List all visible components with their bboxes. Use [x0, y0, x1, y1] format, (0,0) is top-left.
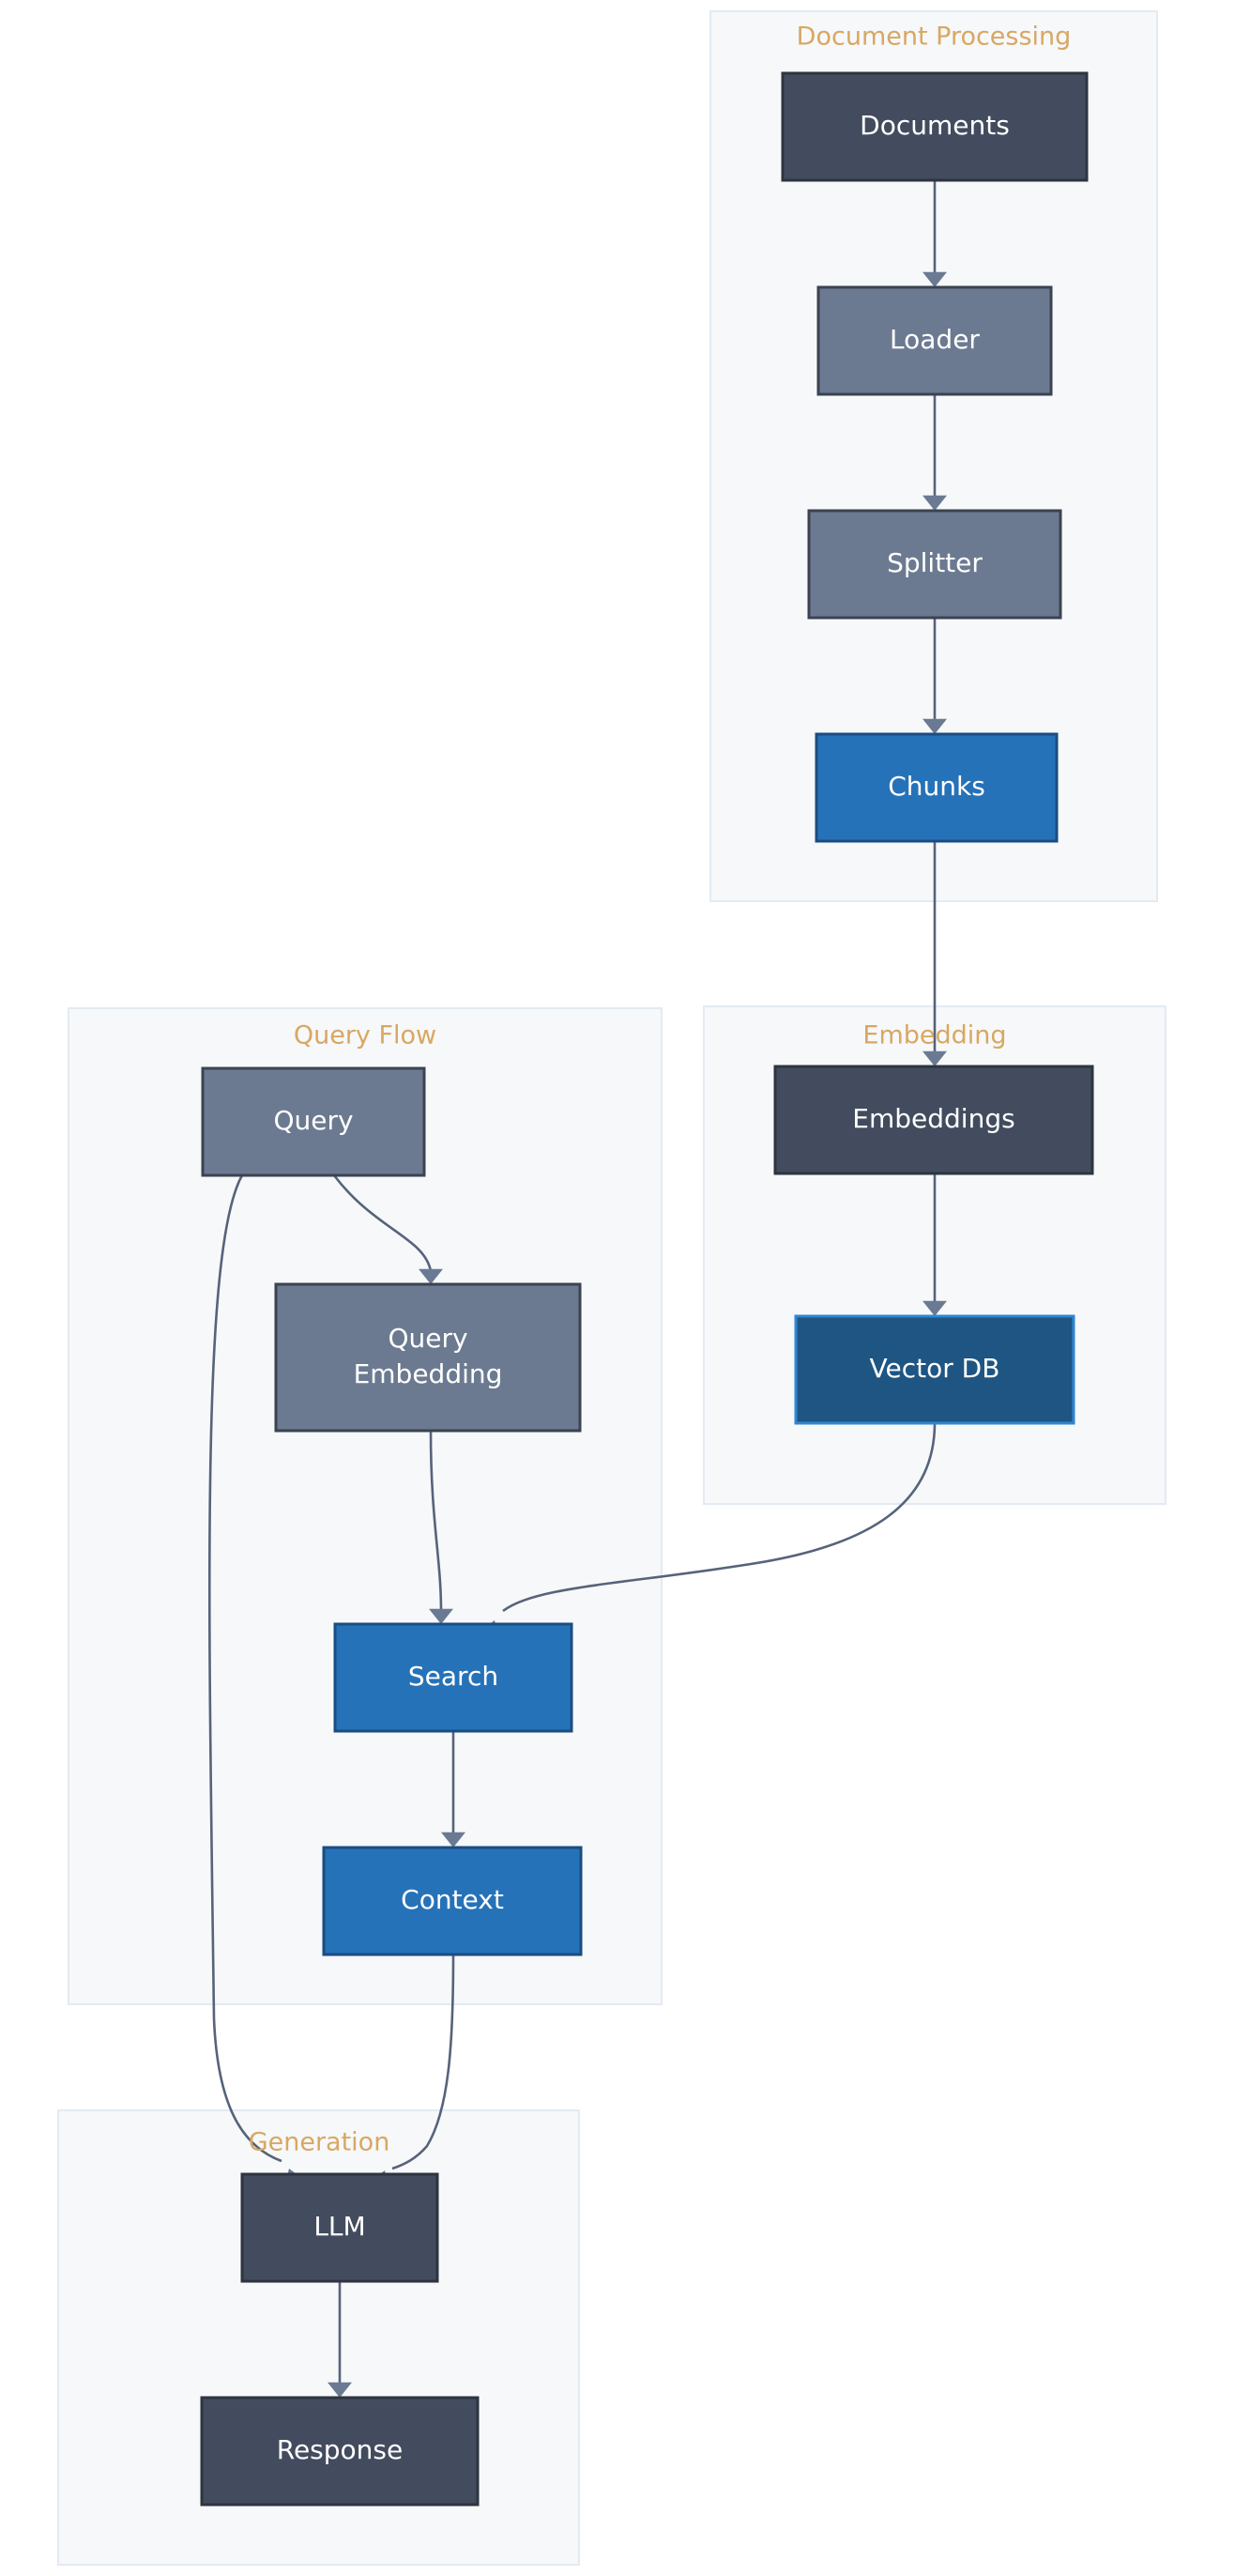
arrowhead-search-context — [441, 1832, 465, 1848]
arrowhead-query-queryemb — [419, 1268, 443, 1284]
cluster-label-embedding: Embedding — [862, 1021, 1006, 1050]
edge-context-llm — [391, 1954, 455, 2170]
node-loader[interactable]: Loader — [816, 285, 1053, 396]
node-label-query-embedding: Query — [388, 1323, 467, 1354]
arrowhead-loader-splitter — [922, 495, 947, 511]
node-box-query-embedding[interactable] — [274, 1282, 582, 1433]
node-query[interactable]: Query — [201, 1066, 426, 1177]
node-label-vectordb: Vector DB — [870, 1353, 1000, 1384]
node-label-documents: Documents — [860, 110, 1010, 141]
node-group: DocumentsLoaderSplitterChunksEmbeddingsV… — [200, 71, 1094, 2507]
node-box-vectordb[interactable] — [794, 1314, 1075, 1425]
node-label-response: Response — [277, 2434, 403, 2465]
node-documents[interactable]: Documents — [781, 71, 1089, 182]
edge-query-llm — [207, 1174, 282, 2163]
cluster-label-generation: Generation — [249, 2128, 390, 2157]
node-label-loader: Loader — [890, 324, 980, 355]
arrowhead-queryemb-search — [429, 1608, 453, 1624]
node-label-chunks: Chunks — [888, 771, 985, 802]
node-context[interactable]: Context — [322, 1846, 583, 1956]
node-vectordb[interactable]: Vector DB — [794, 1314, 1075, 1425]
node-box-loader[interactable] — [816, 285, 1053, 396]
node-box-splitter[interactable] — [807, 509, 1062, 620]
node-box-documents[interactable] — [781, 71, 1089, 182]
node-splitter[interactable]: Splitter — [807, 509, 1062, 620]
node-box-context[interactable] — [322, 1846, 583, 1956]
node-box-search[interactable] — [333, 1622, 573, 1733]
node-response[interactable]: Response — [200, 2396, 480, 2507]
node-box-embeddings[interactable] — [773, 1065, 1094, 1175]
arrowhead-documents-loader — [922, 271, 947, 287]
node-llm[interactable]: LLM — [240, 2172, 439, 2283]
cluster-label-query-flow: Query Flow — [294, 1021, 436, 1050]
node-embeddings[interactable]: Embeddings — [773, 1065, 1094, 1175]
node-chunks[interactable]: Chunks — [815, 732, 1059, 843]
edge-queryemb-search — [429, 1430, 443, 1612]
cluster-label-doc-processing: Document Processing — [797, 23, 1072, 52]
node-label-query-embedding: Embedding — [354, 1358, 503, 1389]
edge-query-queryemb — [332, 1174, 433, 1272]
node-label-context: Context — [401, 1884, 504, 1915]
arrowhead-embeddings-vectordb — [922, 1300, 947, 1316]
arrowhead-splitter-chunks — [922, 718, 947, 734]
node-label-query: Query — [273, 1105, 353, 1136]
arrowhead-llm-response — [328, 2382, 352, 2398]
node-label-embeddings: Embeddings — [852, 1103, 1014, 1134]
node-box-chunks[interactable] — [815, 732, 1059, 843]
node-search[interactable]: Search — [333, 1622, 573, 1733]
node-label-llm: LLM — [313, 2211, 365, 2242]
node-box-response[interactable] — [200, 2396, 480, 2507]
node-label-search: Search — [408, 1661, 498, 1692]
node-label-splitter: Splitter — [887, 547, 983, 578]
node-box-query[interactable] — [201, 1066, 426, 1177]
arrowhead-chunks-embeddings — [922, 1050, 947, 1066]
node-box-llm[interactable] — [240, 2172, 439, 2283]
edge-vectordb-search — [502, 1422, 937, 1613]
